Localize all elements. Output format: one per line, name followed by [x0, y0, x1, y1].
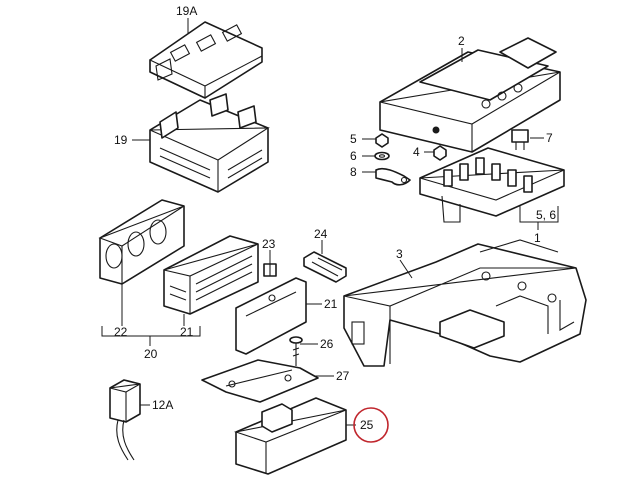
part-7-fuse[interactable] — [511, 129, 529, 150]
part-3-mounting-bracket[interactable] — [343, 239, 587, 367]
part-2-carrier-cover[interactable] — [379, 37, 561, 153]
part-4-nut[interactable] — [433, 145, 447, 161]
part-21-cover-plate[interactable] — [235, 277, 307, 355]
callout-1: 1 — [534, 231, 541, 245]
part-5-nut[interactable] — [375, 133, 389, 148]
callout-20: 20 — [144, 347, 158, 361]
highlight-circle — [353, 407, 389, 443]
part-21-connector-block[interactable] — [163, 235, 259, 315]
part-26-screw[interactable] — [289, 336, 303, 366]
part-19a-connector-cover[interactable] — [149, 21, 263, 99]
callout-5-6: 5, 6 — [536, 208, 556, 222]
callout-4: 4 — [413, 145, 420, 159]
part-1-relay-carrier[interactable] — [419, 147, 565, 223]
part-19-connector-housing[interactable] — [149, 93, 270, 193]
callout-12a: 12A — [152, 398, 173, 412]
leader-lines — [101, 18, 559, 426]
callout-19a: 19A — [176, 4, 197, 18]
callout-labels: 19A 19 2 5 6 4 7 8 5, 6 1 23 24 3 21 22 … — [114, 4, 556, 432]
part-27-mounting-plate[interactable] — [201, 359, 319, 403]
callout-7: 7 — [546, 131, 553, 145]
callout-2: 2 — [458, 34, 465, 48]
callout-21-plate: 21 — [324, 297, 338, 311]
callout-19: 19 — [114, 133, 128, 147]
part-24-connector-strip[interactable] — [303, 251, 347, 283]
part-22-connector-bridge[interactable] — [98, 199, 185, 285]
callout-26: 26 — [320, 337, 334, 351]
callout-24: 24 — [314, 227, 328, 241]
part-23-small-connector[interactable] — [263, 263, 277, 277]
part-6-washer[interactable] — [374, 151, 390, 161]
callout-6: 6 — [350, 149, 357, 163]
callout-22: 22 — [114, 325, 128, 339]
callout-8: 8 — [350, 165, 357, 179]
callout-27: 27 — [336, 369, 350, 383]
callout-25: 25 — [360, 418, 374, 432]
part-12a-relay[interactable] — [109, 379, 141, 461]
part-25-control-unit[interactable] — [233, 397, 347, 475]
callout-23: 23 — [262, 237, 276, 251]
part-8-ground-strap[interactable] — [375, 167, 411, 186]
callout-21-block: 21 — [180, 325, 194, 339]
callout-3: 3 — [396, 247, 403, 261]
callout-5: 5 — [350, 132, 357, 146]
